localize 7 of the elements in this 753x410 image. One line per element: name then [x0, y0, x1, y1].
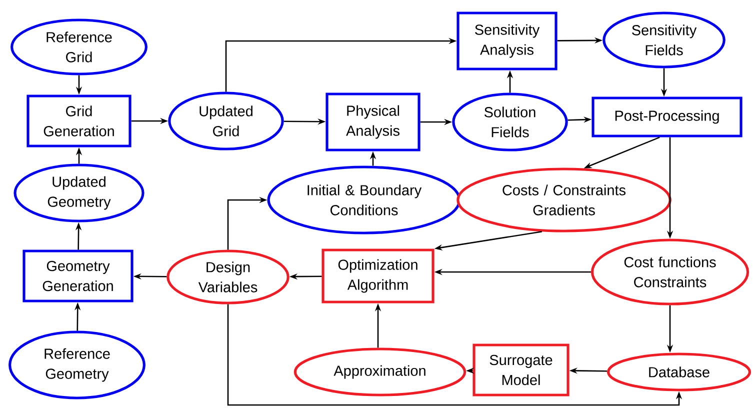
process-box: Physical Analysis [326, 92, 420, 152]
process-box: Grid Generation [26, 94, 132, 148]
process-box: Geometry Generation [22, 250, 134, 302]
process-box: Surrogate Model [472, 344, 570, 396]
process-box: Post-Processing [592, 96, 742, 138]
process-box: Sensitivity Analysis [456, 12, 558, 70]
process-box: Optimization Algorithm [322, 248, 434, 304]
